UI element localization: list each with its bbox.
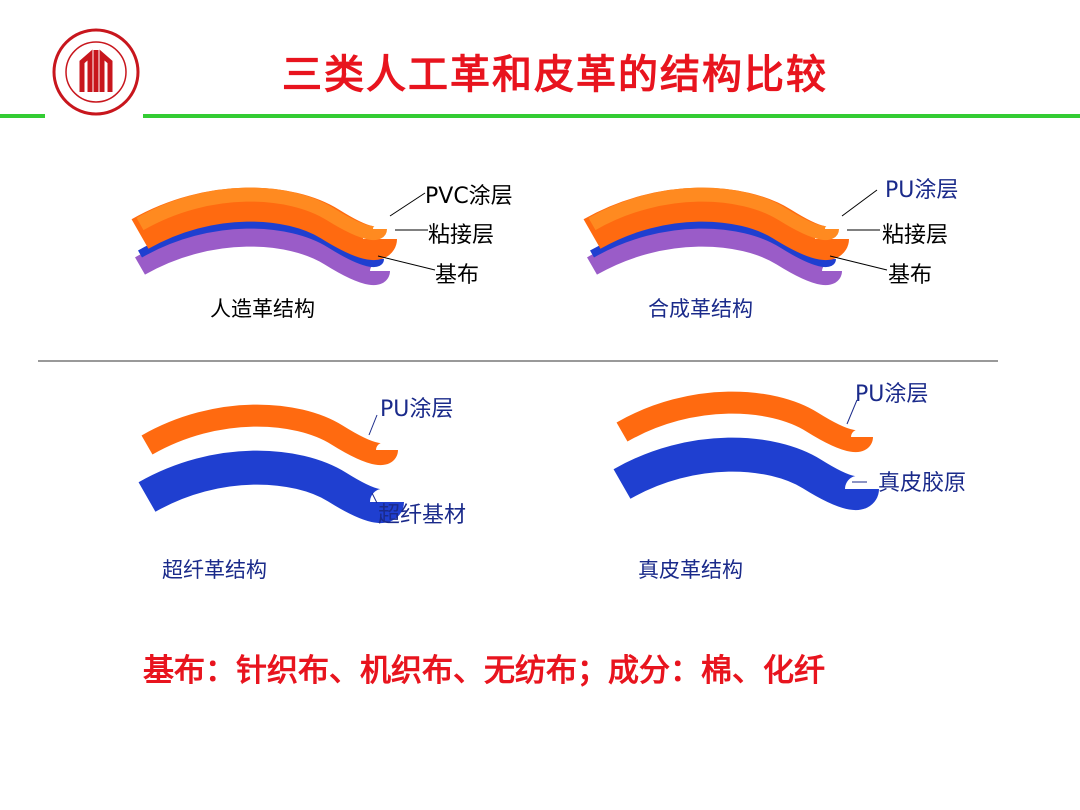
artificial-leather-diagram <box>140 193 436 275</box>
caption-artificial-leather: 人造革结构 <box>210 297 315 321</box>
label-base-fabric: 基布 <box>435 263 480 288</box>
footnote: 基布：针织布、机织布、无纺布；成分：棉、化纤 <box>143 653 825 689</box>
label-adhesive: 粘接层 <box>882 223 949 248</box>
slide-title: 三类人工革和皮革的结构比较 <box>282 51 828 98</box>
synthetic-leather-diagram <box>592 190 888 275</box>
label-pu-coating: PU涂层 <box>885 178 959 203</box>
label-base-fabric: 基布 <box>888 263 933 288</box>
label-microfiber-base: 超纤基材 <box>378 503 467 528</box>
microfiber-leather-diagram <box>147 415 387 506</box>
label-collagen: 真皮胶原 <box>878 471 967 496</box>
label-pu-coating: PU涂层 <box>380 397 454 422</box>
caption-genuine-leather: 真皮革结构 <box>638 558 743 582</box>
sichuan-university-logo <box>52 28 140 116</box>
caption-synthetic-leather: 合成革结构 <box>648 297 753 321</box>
genuine-leather-diagram <box>622 400 867 493</box>
label-pu-coating: PU涂层 <box>855 382 929 407</box>
label-adhesive: 粘接层 <box>428 223 495 248</box>
header-rule-right <box>143 114 1080 118</box>
label-pvc-coating: PVC涂层 <box>425 184 513 209</box>
header-rule-left <box>0 114 45 118</box>
caption-microfiber-leather: 超纤革结构 <box>162 558 267 582</box>
